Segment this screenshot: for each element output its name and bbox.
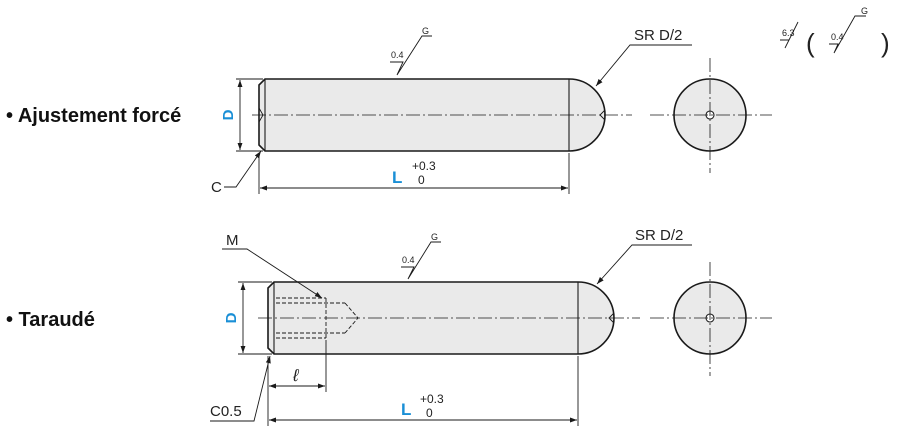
l-dimension-label: L (401, 400, 411, 419)
chamfer-label: C (211, 179, 222, 196)
press-fit-pin: • Ajustement forcé D C L +0.3 0 0.4 G SR… (6, 26, 772, 196)
tolerance-upper: +0.3 (420, 392, 444, 406)
tolerance-lower: 0 (426, 406, 433, 420)
roughness-check-icon (401, 241, 441, 280)
grind-label: G (431, 232, 438, 242)
sr-label: SR D/2 (634, 27, 682, 44)
d-dimension-label: D (220, 109, 237, 120)
thread-label: M (226, 232, 239, 249)
tapped-hole (276, 297, 359, 339)
d-dimension-label: D (223, 312, 240, 323)
tapped-pin: • Taraudé D M ℓ C0.5 (6, 227, 772, 426)
grind-check-icon (829, 15, 866, 54)
sr-label: SR D/2 (635, 227, 683, 244)
tapped-label: • Taraudé (6, 309, 95, 331)
grind-label: G (422, 26, 429, 36)
roughness-check-icon (780, 21, 799, 49)
press-fit-label: • Ajustement forcé (6, 105, 181, 127)
paren-close: ) (881, 28, 890, 58)
roughness-04-label: 0.4 (831, 32, 844, 42)
general-surface-symbol: 6.3 ( 0.4 G ) (780, 6, 890, 58)
tolerance-upper: +0.3 (412, 159, 436, 173)
chamfer-label: C0.5 (210, 403, 242, 420)
roughness-63-label: 6.3 (782, 28, 795, 38)
paren-open: ( (806, 28, 815, 58)
tolerance-lower: 0 (418, 173, 425, 187)
roughness-04-label: 0.4 (391, 50, 404, 60)
grind-label: G (861, 6, 868, 16)
roughness-check-icon (390, 35, 432, 76)
roughness-04-label: 0.4 (402, 255, 415, 265)
thread-length-label: ℓ (292, 366, 299, 385)
l-dimension-label: L (392, 168, 402, 187)
